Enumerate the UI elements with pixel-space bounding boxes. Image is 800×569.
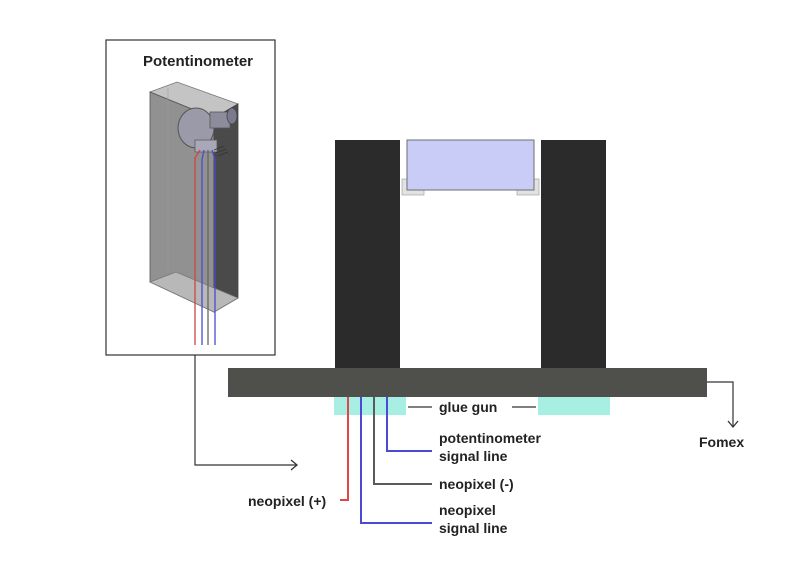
label-neopixel-signal-1: neopixel [439,502,496,518]
label-fomex: Fomex [699,434,744,450]
wire-neopixel-signal [360,397,432,524]
wire-neopixel-plus [340,397,349,501]
inset-pointer-arrow [194,355,299,471]
glue-left [334,397,406,415]
potentiometer-inset: Potentinometer [105,39,276,356]
inset-title: Potentinometer [143,53,253,70]
label-neopixel-signal-2: signal line [439,520,508,536]
wires [340,397,432,524]
right-pillar [541,140,606,368]
potentiometer-knob [177,107,238,157]
wire-pot-signal [386,397,432,452]
label-glue-gun: glue gun [439,399,497,415]
label-pot-signal-2: signal line [439,448,508,464]
potentiometer-housing [148,81,239,313]
top-panel [401,139,540,196]
left-pillar [335,140,400,368]
label-neopixel-minus: neopixel (-) [439,476,514,492]
fomex-base [228,368,707,397]
label-pot-signal-1: potentinometer [439,430,541,446]
wire-neopixel-minus [373,397,432,485]
fomex-pointer-arrow [707,381,739,429]
inset-wires [194,149,216,345]
glue-right [538,397,610,415]
label-neopixel-plus: neopixel (+) [248,493,326,509]
